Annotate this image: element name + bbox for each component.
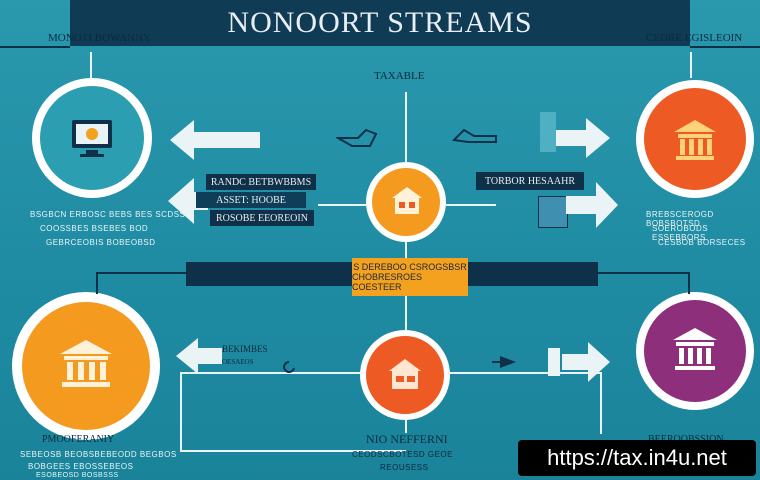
monitor-icon — [72, 120, 112, 157]
connector-line — [318, 204, 366, 206]
bottom-center-label: NIO NEFFERNI — [366, 432, 448, 446]
building-icon — [674, 120, 716, 160]
connector-line — [180, 372, 182, 452]
bottom-center-sub: REOUSESS — [380, 463, 429, 472]
connector-line — [0, 46, 70, 48]
center-bar-label: S DEREBOO CSROGSBSR CHOBRESROES COESTEER — [352, 258, 468, 296]
hand-icon — [451, 128, 497, 143]
bottom-center-sub: CEODSCBOTESD GEOE — [352, 450, 453, 459]
connector-line — [96, 272, 190, 274]
node-caption: GEBRCEOBIS BOBEOBSD — [46, 238, 156, 247]
bottom-left-sub: OESAEOS — [222, 358, 254, 366]
bank-icon — [673, 328, 717, 370]
arrow-right-icon — [540, 118, 610, 158]
arrow-left-icon — [170, 120, 260, 160]
node-center-bottom — [360, 330, 450, 420]
connector-line — [180, 372, 362, 374]
label-box: ASSET: HOOBE — [196, 192, 306, 208]
node-caption: ESOBEOSD BOSBSSS — [36, 472, 119, 479]
node-caption: BSGBCN ERBOSC BEBS BES SCDSS — [30, 210, 186, 219]
node-caption: SOEROBODS ESSEBBORS — [652, 224, 709, 242]
title-bar: NONOORT STREAMS — [70, 0, 690, 46]
connector-line — [96, 272, 98, 294]
connector-line — [446, 204, 496, 206]
arrow-right-icon — [566, 182, 618, 228]
node-bottom-left — [12, 292, 160, 440]
arrow-left-icon — [176, 338, 222, 374]
house-icon — [392, 187, 422, 214]
connector-line — [596, 272, 690, 274]
node-caption: COOSSBES BSEBES BOD — [40, 224, 149, 233]
taxable-label: TAXABLE — [374, 70, 425, 82]
node-caption: BOBGEES EBOSSEBEOS — [28, 462, 134, 471]
connector-line — [690, 52, 692, 78]
connector-line — [405, 92, 407, 168]
node-caption: CESBOB BORSECES — [658, 238, 746, 247]
node-caption: BREBSCEROGD BOBSBOTSD — [646, 210, 714, 228]
bank-icon — [60, 340, 112, 387]
node-caption: SEBEOSB BEOBSBEBEODD BEGBOS — [20, 450, 177, 459]
connector-line — [688, 272, 690, 294]
header-right-label: CEDRE EGISLEOIN — [646, 32, 743, 44]
node-center-top — [366, 162, 446, 242]
connector-line — [90, 52, 92, 78]
node-title: PMOOFERANIY — [42, 434, 115, 445]
connector-line — [180, 450, 406, 452]
arrow-right-icon — [492, 356, 516, 368]
header-left-label: MONOTI BOWANNY — [48, 32, 151, 44]
diagram-title: NONOORT STREAMS — [227, 6, 533, 39]
connector-line — [690, 46, 760, 48]
url-watermark: https://tax.in4u.net — [518, 440, 756, 476]
node-title: BEEROOBSSION — [648, 434, 724, 445]
node-bottom-right — [636, 292, 754, 410]
label-box: ROSOBE EEOREOIN — [210, 210, 314, 226]
bar-text: S DEREBOO CSROGSBSR — [353, 262, 467, 272]
bar-text: CHOBRESROES COESTEER — [352, 272, 423, 292]
connector-line — [600, 372, 602, 434]
label-box: TORBOR HESAAHR — [476, 172, 584, 190]
label-box: RANDC BETBWBBMS — [206, 174, 316, 190]
arrow-left-icon — [168, 178, 208, 224]
hand-icon — [336, 128, 378, 147]
bottom-left-label: BEKIMBES — [222, 344, 268, 354]
connector-line — [448, 372, 602, 374]
bar-icon — [540, 112, 556, 152]
house-icon — [389, 359, 421, 389]
document-icon — [538, 196, 568, 228]
hook-icon — [283, 361, 295, 373]
node-top-left — [32, 78, 152, 198]
arrow-right-icon — [548, 342, 610, 382]
node-top-right — [636, 80, 754, 198]
